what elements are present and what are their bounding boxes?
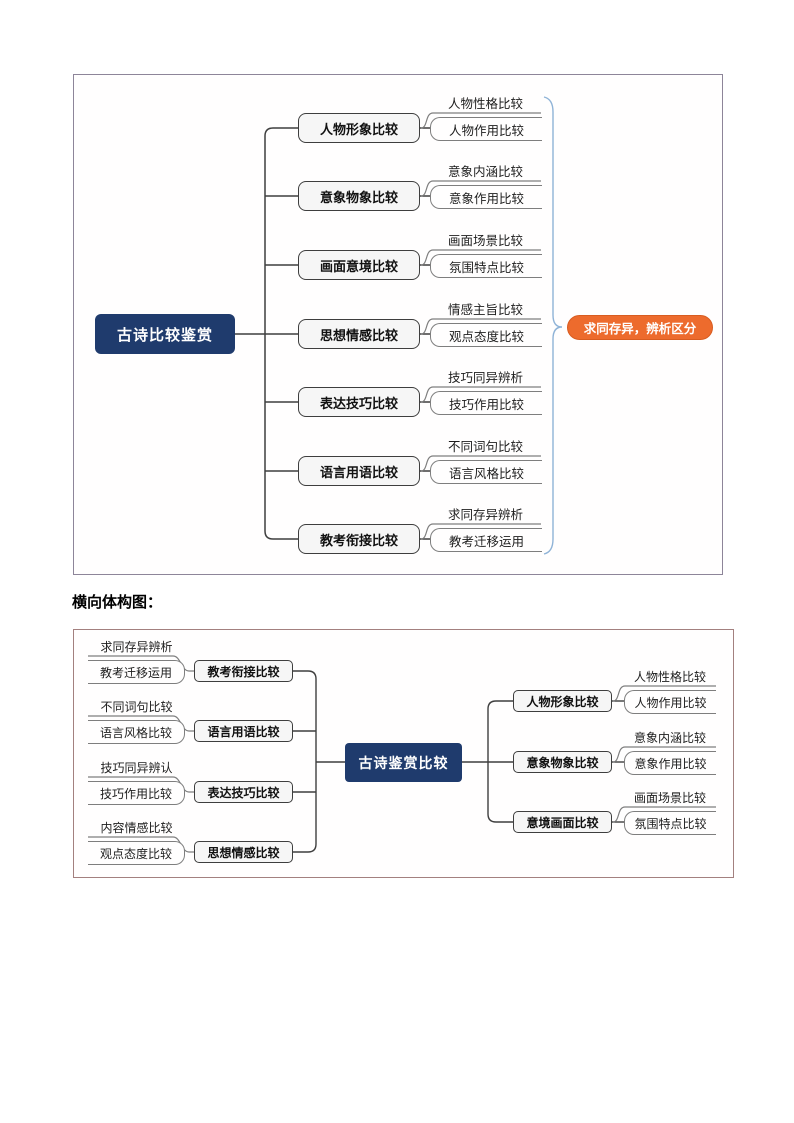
d1-leaf: 意象作用比较 — [430, 185, 542, 209]
d1-branch-node: 人物形象比较 — [298, 113, 420, 143]
d2-right-leaf: 意象作用比较 — [624, 751, 716, 775]
d1-branch-node: 意象物象比较 — [298, 181, 420, 211]
d2-left-branch-node: 表达技巧比较 — [194, 781, 293, 803]
d1-root-node: 古诗比较鉴赏 — [95, 314, 235, 354]
d1-leaf: 意象内涵比较 — [447, 165, 523, 179]
d2-right-branch-node: 意象物象比较 — [513, 751, 612, 773]
d2-left-leaf: 观点态度比较 — [88, 841, 185, 865]
d1-leaf: 人物作用比较 — [430, 117, 542, 141]
d1-branch-node: 表达技巧比较 — [298, 387, 420, 417]
summary-badge: 求同存异，辨析区分 — [567, 315, 713, 340]
d2-right-leaf: 人物性格比较 — [633, 670, 706, 684]
d1-leaf: 技巧作用比较 — [430, 391, 542, 415]
d1-leaf: 语言风格比较 — [430, 460, 542, 484]
d2-left-branch-node: 教考衔接比较 — [194, 660, 293, 682]
d2-left-leaf: 求同存异辨析 — [100, 640, 173, 654]
d1-leaf: 画面场景比较 — [447, 234, 523, 248]
d2-left-leaf: 内容情感比较 — [100, 821, 173, 835]
d1-leaf: 不同词句比较 — [447, 440, 523, 454]
d2-right-leaf: 人物作用比较 — [624, 690, 716, 714]
d1-branch-node: 语言用语比较 — [298, 456, 420, 486]
section-heading: 横向体构图： — [72, 594, 163, 611]
d2-right-leaf: 氛围特点比较 — [624, 811, 716, 835]
d2-left-leaf: 技巧同异辨认 — [100, 761, 173, 775]
d1-branch-node: 思想情感比较 — [298, 319, 420, 349]
d1-leaf: 人物性格比较 — [447, 97, 523, 111]
d1-leaf: 观点态度比较 — [430, 323, 542, 347]
d1-leaf: 技巧同异辨析 — [447, 371, 523, 385]
d2-right-leaf: 画面场景比较 — [633, 791, 706, 805]
d2-root-node: 古诗鉴赏比较 — [345, 743, 462, 782]
d2-left-leaf: 不同词句比较 — [100, 700, 173, 714]
d2-left-branch-node: 思想情感比较 — [194, 841, 293, 863]
d1-leaf: 情感主旨比较 — [447, 303, 523, 317]
d1-branch-node: 教考衔接比较 — [298, 524, 420, 554]
d2-right-leaf: 意象内涵比较 — [633, 731, 706, 745]
d2-left-branch-node: 语言用语比较 — [194, 720, 293, 742]
d1-leaf: 教考迁移运用 — [430, 528, 542, 552]
d2-right-branch-node: 意境画面比较 — [513, 811, 612, 833]
d1-leaf: 氛围特点比较 — [430, 254, 542, 278]
d2-left-leaf: 语言风格比较 — [88, 720, 185, 744]
d2-right-branch-node: 人物形象比较 — [513, 690, 612, 712]
d2-left-leaf: 技巧作用比较 — [88, 781, 185, 805]
d1-leaf: 求同存异辨析 — [447, 508, 523, 522]
d1-branch-node: 画面意境比较 — [298, 250, 420, 280]
d2-left-leaf: 教考迁移运用 — [88, 660, 185, 684]
